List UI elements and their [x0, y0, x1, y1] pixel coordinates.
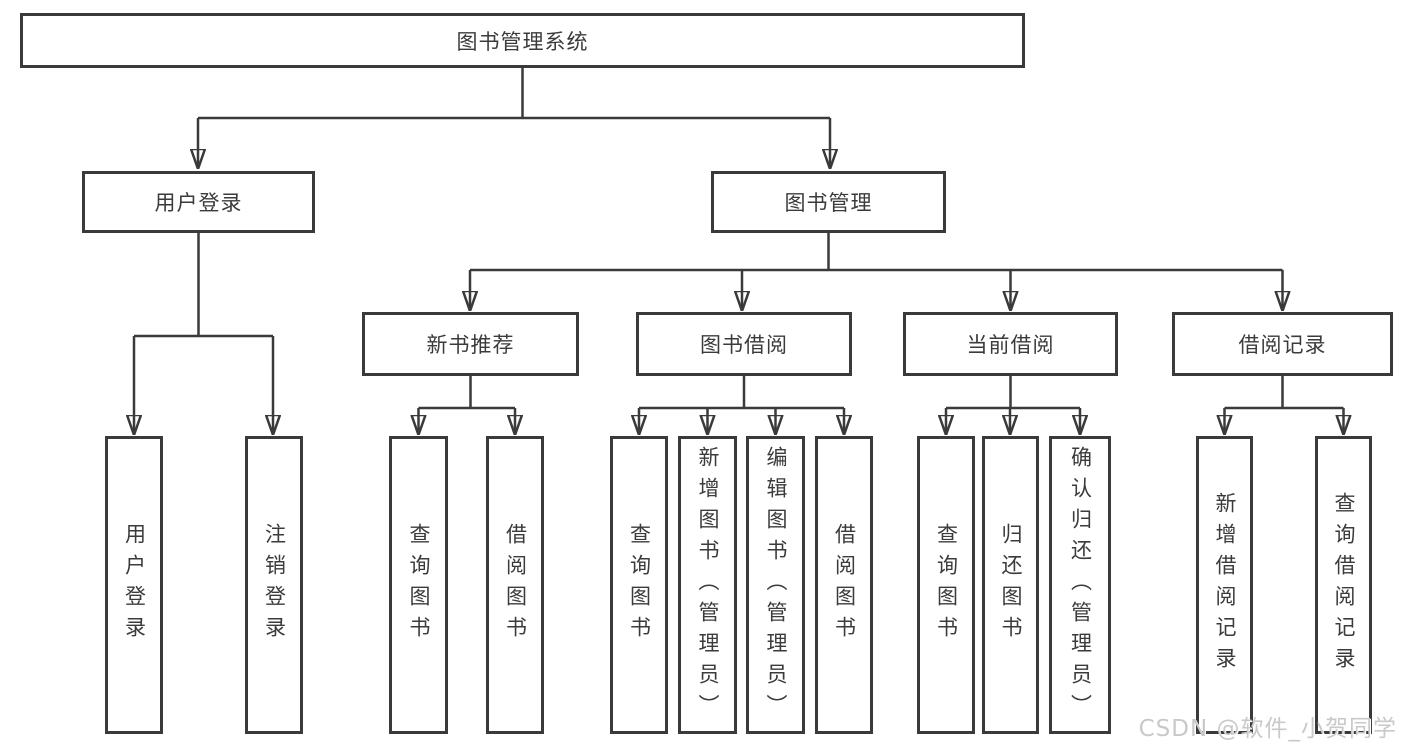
node-root-library-system: 图书管理系统 [20, 13, 1025, 68]
node-user-login-group: 用户登录 [82, 171, 315, 233]
leaf-records-add-record: 新增借阅记录 [1196, 436, 1253, 734]
leaf-current-query-books: 查询图书 [917, 436, 975, 734]
leaf-borrowing-query-books: 查询图书 [610, 436, 668, 734]
leaf-user-login: 用户登录 [105, 436, 163, 734]
node-current-borrowing: 当前借阅 [903, 312, 1118, 376]
node-book-management-group: 图书管理 [711, 171, 946, 233]
node-new-book-recommend: 新书推荐 [362, 312, 579, 376]
leaf-logout: 注销登录 [245, 436, 303, 734]
leaf-recommend-query-books: 查询图书 [389, 436, 448, 734]
leaf-borrowing-add-books-admin: 新增图书（管理员） [678, 436, 737, 734]
leaf-current-confirm-return-admin: 确认归还（管理员） [1049, 436, 1111, 734]
leaf-records-query-record: 查询借阅记录 [1315, 436, 1372, 734]
leaf-recommend-borrow-books: 借阅图书 [486, 436, 544, 734]
leaf-current-return-books: 归还图书 [982, 436, 1039, 734]
node-borrow-records: 借阅记录 [1172, 312, 1393, 376]
node-book-borrowing: 图书借阅 [636, 312, 852, 376]
csdn-watermark: CSDN @软件_小贺同学 [1138, 716, 1397, 742]
leaf-borrowing-borrow-books: 借阅图书 [815, 436, 873, 734]
leaf-borrowing-edit-books-admin: 编辑图书（管理员） [746, 436, 805, 734]
